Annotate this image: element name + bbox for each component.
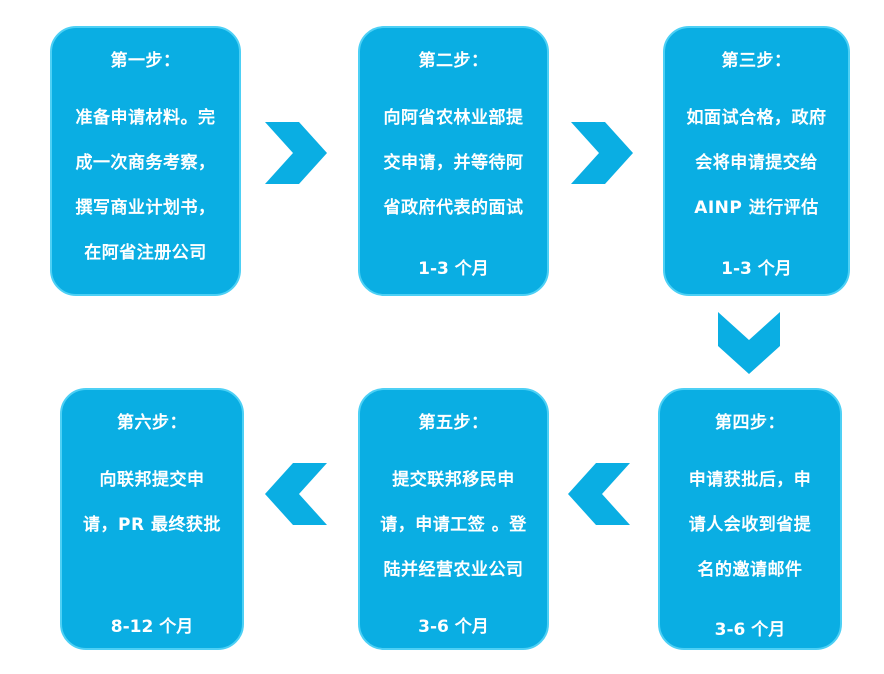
step-2-line-1: 向阿省农林业部提 xyxy=(383,108,524,128)
step-4-line-1: 申请获批后，申 xyxy=(688,470,812,490)
step-3-box: 第三步： 如面试合格，政府 会将申请提交给 AINP 进行评估 1-3 个月 xyxy=(663,26,850,296)
step-5-box: 第五步： 提交联邦移民申 请，申请工签 。登 陆并经营农业公司 3-6 个月 xyxy=(358,388,549,650)
step-2-title: 第二步： xyxy=(418,51,489,71)
step-5-duration: 3-6 个月 xyxy=(418,617,489,637)
step-6-line-2: 请，PR 最终获批 xyxy=(83,515,221,535)
step-2-box: 第二步： 向阿省农林业部提 交申请，并等待阿 省政府代表的面试 1-3 个月 xyxy=(358,26,549,296)
step-5-line-1: 提交联邦移民申 xyxy=(392,470,515,490)
step-1-line-3: 撰写商业计划书， xyxy=(75,198,216,218)
step-2-line-2: 交申请，并等待阿 xyxy=(383,153,524,173)
step-1-box: 第一步： 准备申请材料。完 成一次商务考察， 撰写商业计划书， 在阿省注册公司 xyxy=(50,26,241,296)
step-3-line-3: AINP 进行评估 xyxy=(694,198,819,218)
step-1-title: 第一步： xyxy=(110,51,181,71)
step-4-title: 第四步： xyxy=(715,413,785,433)
step-4-box: 第四步： 申请获批后，申 请人会收到省提 名的邀请邮件 3-6 个月 xyxy=(658,388,842,650)
chevron-left-icon xyxy=(265,463,327,525)
step-6-box: 第六步： 向联邦提交申 请，PR 最终获批 8-12 个月 xyxy=(60,388,244,650)
step-2-duration: 1-3 个月 xyxy=(418,259,489,279)
step-1-line-1: 准备申请材料。完 xyxy=(75,108,216,128)
step-6-line-1: 向联邦提交申 xyxy=(99,470,205,490)
step-3-duration: 1-3 个月 xyxy=(721,259,792,279)
step-2-line-3: 省政府代表的面试 xyxy=(383,198,524,218)
step-3-title: 第三步： xyxy=(721,51,792,71)
step-5-line-2: 请，申请工签 。登 xyxy=(380,515,527,535)
step-1-line-4: 在阿省注册公司 xyxy=(84,243,207,263)
chevron-left-icon xyxy=(568,463,630,525)
chevron-down-icon xyxy=(718,312,780,374)
step-4-duration: 3-6 个月 xyxy=(714,620,786,640)
step-6-duration: 8-12 个月 xyxy=(110,617,194,637)
step-3-line-2: 会将申请提交给 xyxy=(695,153,818,173)
step-3-line-1: 如面试合格，政府 xyxy=(686,108,827,128)
step-4-line-2: 请人会收到省提 xyxy=(688,515,812,535)
step-1-line-2: 成一次商务考察， xyxy=(75,153,216,173)
step-6-title: 第六步： xyxy=(117,413,187,433)
step-5-line-3: 陆并经营农业公司 xyxy=(383,560,524,580)
step-4-line-3: 名的邀请邮件 xyxy=(697,560,803,580)
step-5-title: 第五步： xyxy=(418,413,489,433)
chevron-right-icon xyxy=(265,122,327,184)
chevron-right-icon xyxy=(571,122,633,184)
